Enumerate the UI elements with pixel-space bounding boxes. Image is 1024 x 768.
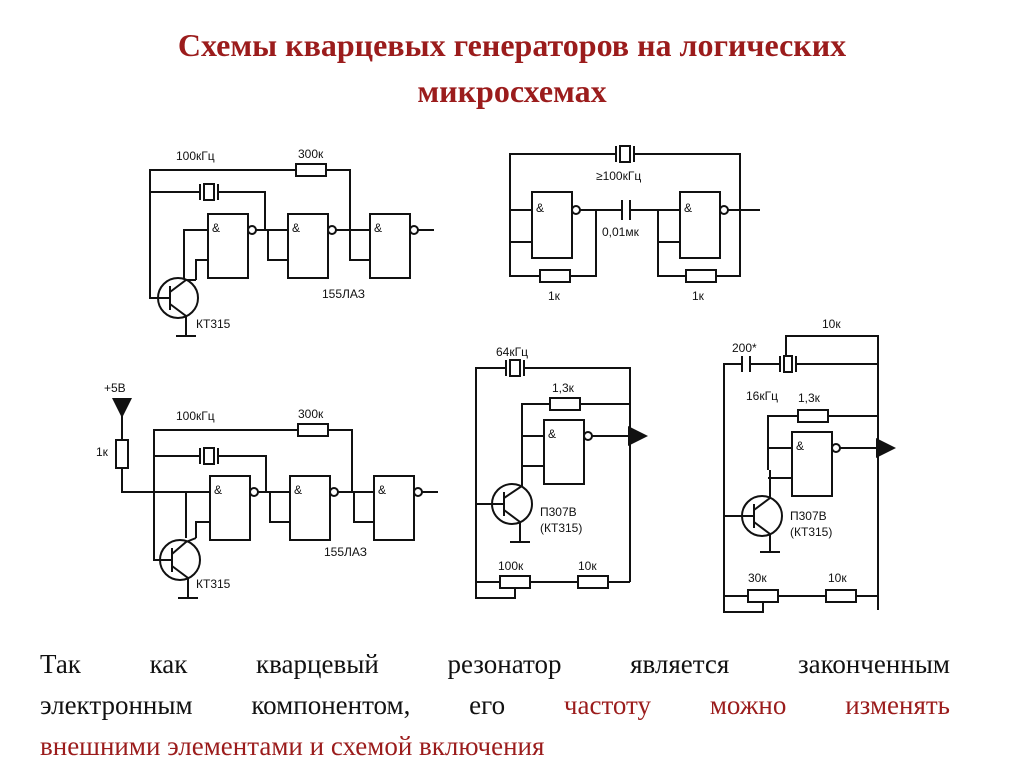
- c4-gate: [543, 419, 585, 485]
- c2-gate-1-symbol: &: [536, 201, 544, 215]
- caption-line-2-black: электронным компонентом, его: [40, 690, 564, 720]
- c2-gate-2-symbol: &: [684, 201, 692, 215]
- title-line-2: микросхемах: [417, 73, 607, 109]
- c3-crystal-label: 100кГц: [176, 409, 215, 423]
- c5-crystal: [783, 355, 793, 373]
- c4-r2: [577, 575, 609, 589]
- c5-rfb: [797, 409, 829, 423]
- circuit-1: 100кГц 300к 155ЛАЗ КТ315 & & &: [149, 147, 434, 337]
- c3-chip-label: 155ЛАЗ: [324, 545, 367, 559]
- c2-r2-label: 1к: [692, 289, 705, 303]
- c3-gate-3-symbol: &: [378, 483, 386, 497]
- title-line-1: Схемы кварцевых генераторов на логически…: [177, 27, 847, 63]
- c4-transistor-alt-label: (КТ315): [540, 521, 582, 535]
- c3-gate-2: [289, 475, 331, 541]
- c5-gate-symbol: &: [796, 439, 804, 453]
- circuit-5: 200* 10к 16кГц 1,3к П307В (КТ315) 30к 10…: [723, 317, 896, 613]
- c4-rfb: [549, 397, 581, 411]
- caption: Так как кварцевый резонатор является зак…: [40, 644, 950, 767]
- caption-line-1: Так как кварцевый резонатор является зак…: [40, 649, 950, 679]
- c5-rpot: [747, 589, 779, 603]
- c3-crystal: [203, 447, 215, 465]
- c4-r2-label: 10к: [578, 559, 597, 573]
- c5-rpot-label: 30к: [748, 571, 767, 585]
- c5-r2: [825, 589, 857, 603]
- c4-rpot: [499, 575, 531, 589]
- c5-crystal-label: 16кГц: [746, 389, 778, 403]
- c5-r2-label: 10к: [828, 571, 847, 585]
- c4-transistor-label: П307В: [540, 505, 577, 519]
- c1-crystal-label: 100кГц: [176, 149, 215, 163]
- c2-capacitor-label: 0,01мк: [602, 225, 640, 239]
- c4-rfb-label: 1,3к: [552, 381, 575, 395]
- c3-gate-1-symbol: &: [214, 483, 222, 497]
- c1-gate-2: [287, 213, 329, 279]
- c3-pot-label: 1к: [96, 445, 109, 459]
- c5-transistor-label: П307В: [790, 509, 827, 523]
- c3-pot: [115, 439, 129, 469]
- c3-gate-2-symbol: &: [294, 483, 302, 497]
- c2-r1: [539, 269, 571, 283]
- c5-cap-label: 200*: [732, 341, 757, 355]
- c2-r2: [685, 269, 717, 283]
- c1-gate-3: [369, 213, 411, 279]
- c4-crystal: [509, 359, 521, 377]
- circuit-3: +5В 1к 100кГц 300к 155ЛАЗ КТ315 & &: [96, 381, 438, 599]
- c1-gate-1-symbol: &: [212, 221, 220, 235]
- c2-r1-label: 1к: [548, 289, 561, 303]
- c1-transistor-label: КТ315: [196, 317, 231, 331]
- c4-gate-symbol: &: [548, 427, 556, 441]
- circuit-2: ≥100кГц 0,01мк 1к 1к & &: [509, 145, 760, 303]
- c5-transistor-alt-label: (КТ315): [790, 525, 832, 539]
- c5-gate: [791, 431, 833, 497]
- c3-gate-3: [373, 475, 415, 541]
- c5-rfb-label: 1,3к: [798, 391, 821, 405]
- c3-gate-1: [209, 475, 251, 541]
- c4-crystal-label: 64кГц: [496, 345, 528, 359]
- page-title: Схемы кварцевых генераторов на логически…: [0, 22, 1024, 114]
- c1-chip-label: 155ЛАЗ: [322, 287, 365, 301]
- caption-line-2-red: частоту можно изменять: [563, 690, 950, 720]
- c2-crystal: [619, 145, 631, 163]
- c3-supply-label: +5В: [104, 381, 126, 395]
- c2-gate-1: [531, 191, 573, 259]
- c3-resistor-label: 300к: [298, 407, 324, 421]
- c2-gate-2: [679, 191, 721, 259]
- c3-transistor-label: КТ315: [196, 577, 231, 591]
- circuit-4: 64кГц 1,3к П307В (КТ315) 100к 10к &: [475, 345, 648, 599]
- schematics: 100кГц 300к 155ЛАЗ КТ315 & & &: [96, 145, 896, 613]
- caption-line-3: внешними элементами и схемой включения: [40, 731, 545, 761]
- c1-crystal: [203, 183, 215, 201]
- c1-gate-2-symbol: &: [292, 221, 300, 235]
- c1-resistor: [295, 163, 327, 177]
- c1-gate-1: [207, 213, 249, 279]
- c1-gate-3-symbol: &: [374, 221, 382, 235]
- c5-rtop-label: 10к: [822, 317, 841, 331]
- c4-rpot-label: 100к: [498, 559, 524, 573]
- caption-line-2: электронным компонентом, его частоту мож…: [40, 685, 950, 726]
- c3-resistor: [297, 423, 329, 437]
- c1-resistor-label: 300к: [298, 147, 324, 161]
- c2-crystal-label: ≥100кГц: [596, 169, 641, 183]
